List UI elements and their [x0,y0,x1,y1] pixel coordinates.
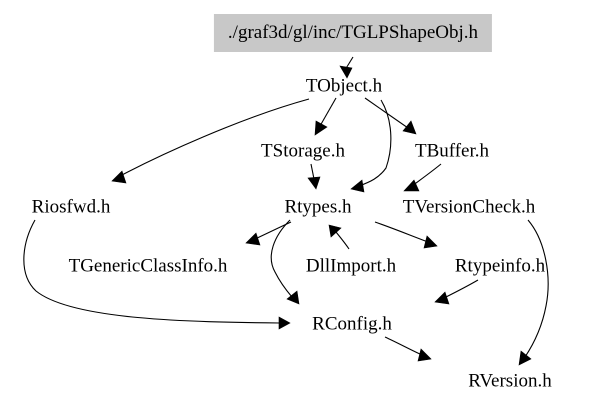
graph-node-tversioncheck[interactable]: TVersionCheck.h [402,196,536,218]
edge-arrowhead-icon [245,232,261,246]
graph-edge-tobject-to-riosfwd [111,98,310,184]
graph-node-tstorage[interactable]: TStorage.h [261,140,345,162]
edge-arrowhead-icon [350,179,365,193]
edge-arrowhead-icon [417,348,432,362]
graph-edge-root-to-tobject [339,56,354,79]
edge-line [374,221,429,243]
edge-line [119,98,310,177]
edge-line [411,163,442,187]
edges-group [23,56,549,366]
edge-arrowhead-icon [278,316,291,330]
edge-arrowhead-icon [434,291,450,305]
edge-line [310,163,315,180]
edge-arrowhead-icon [286,290,300,305]
edge-arrowhead-icon [307,176,321,190]
graph-node-rtypes[interactable]: Rtypes.h [284,196,352,218]
edge-line [270,219,293,298]
graph-edge-tstorage-to-rtypes [307,163,321,190]
graph-edge-rtypes-to-rtypeinfo [374,221,438,249]
edge-line [23,219,281,324]
graph-edge-dllimport-to-rtypes [328,224,350,250]
graph-edge-tbuffer-to-tversioncheck [403,163,442,192]
graph-node-rtypeinfo[interactable]: Rtypeinfo.h [454,255,546,277]
edge-arrowhead-icon [403,179,420,192]
edge-arrowhead-icon [314,120,328,136]
graph-edge-tobject-to-rtypes [350,99,392,193]
graph-edge-rtypes-to-tgenericclassinfo [245,221,292,246]
graph-edge-rtypes-to-rconfig [270,219,300,305]
edge-arrowhead-icon [423,235,438,249]
edge-line [443,279,479,299]
graph-edge-riosfwd-to-rconfig [23,219,291,330]
graph-edge-rtypeinfo-to-rconfig [434,279,479,305]
edge-line [319,97,337,127]
graph-node-dllimport[interactable]: DllImport.h [305,255,397,277]
edge-arrowhead-icon [111,170,127,184]
graph-node-riosfwd[interactable]: Riosfwd.h [31,196,111,218]
graph-edge-tobject-to-tstorage [314,97,337,136]
edge-arrowhead-icon [402,120,417,135]
graph-edge-rconfig-to-rversion [384,336,432,362]
graph-node-rconfig[interactable]: RConfig.h [312,313,392,335]
graph-edge-tversioncheck-to-rversion [518,219,549,366]
graph-node-rversion[interactable]: RVersion.h [468,370,552,392]
edge-line [524,219,549,358]
edge-line [384,336,423,356]
edge-arrowhead-icon [339,65,353,79]
edge-arrowhead-icon [328,224,342,238]
edge-arrowhead-icon [518,350,532,366]
graph-node-tgenericclassinfo[interactable]: TGenericClassInfo.h [68,255,228,277]
edge-line [358,99,392,187]
graph-node-tbuffer[interactable]: TBuffer.h [414,140,490,162]
edge-line [335,231,350,250]
graph-node-root[interactable]: ./graf3d/gl/inc/TGLPShapeObj.h [213,14,493,52]
graph-node-tobject[interactable]: TObject.h [305,75,383,97]
